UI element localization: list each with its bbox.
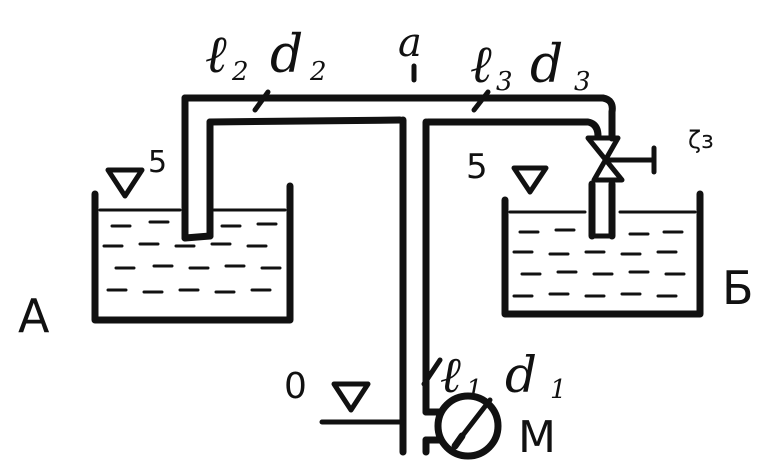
- tank-a: [91, 182, 294, 324]
- pipe-top: [181, 94, 616, 140]
- label-l3: ℓ: [470, 35, 492, 95]
- label-l2: ℓ: [205, 25, 227, 85]
- label-d2: d: [270, 25, 303, 85]
- tank-b: [501, 190, 704, 318]
- label-level-zero: 0: [284, 366, 307, 407]
- pipe-vertical: [399, 116, 430, 456]
- level-marker-left: [105, 167, 145, 199]
- label-level-left: 5: [148, 145, 167, 180]
- pipe-right-leg: [588, 108, 616, 240]
- label-d1: d: [505, 346, 537, 404]
- label-d1-sub: 1: [550, 375, 567, 405]
- valve-icon: [585, 135, 657, 183]
- label-tank-a: А: [18, 289, 50, 343]
- water-hatch-b: [512, 228, 686, 298]
- pressure-gauge-icon: [422, 392, 502, 460]
- pipe-ticks: [252, 63, 491, 387]
- water-hatch-a: [102, 220, 282, 294]
- pipe-left-leg: [181, 94, 214, 242]
- label-d3: d: [530, 35, 563, 95]
- label-l1: ℓ: [440, 346, 461, 404]
- label-d2-sub: 2: [309, 57, 327, 87]
- level-marker-zero: [319, 381, 406, 425]
- level-marker-right: [511, 165, 549, 195]
- label-valve-zeta: ζз: [688, 126, 714, 154]
- label-l2-sub: 2: [231, 57, 249, 87]
- label-d3-sub: 3: [574, 67, 591, 97]
- label-gauge-m: М: [518, 412, 556, 463]
- label-l1-sub: 1: [466, 375, 483, 405]
- label-junction-a: a: [398, 20, 422, 66]
- label-tank-b: Б: [722, 261, 754, 315]
- label-l3-sub: 3: [496, 67, 513, 97]
- label-level-right: 5: [466, 147, 488, 187]
